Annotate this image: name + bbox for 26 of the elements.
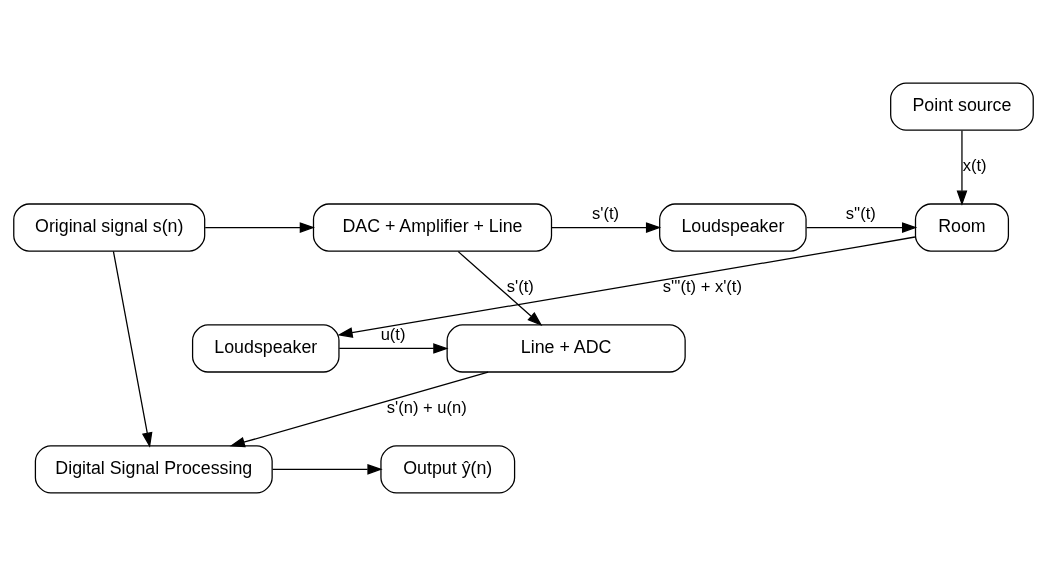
- node-box: Original signal s(n): [13, 202, 206, 252]
- node-box: Point source: [890, 81, 1034, 131]
- arrow: [112, 250, 153, 448]
- edge-label: s'(t): [592, 203, 620, 223]
- edge-label: s'(n) + u(n): [386, 397, 467, 417]
- arrow: [805, 221, 918, 233]
- edge-label: s''(t): [845, 203, 876, 223]
- edge-label: s'''(t) + x'(t): [662, 276, 742, 296]
- arrow: [272, 463, 383, 475]
- arrow: [337, 235, 916, 338]
- edge-label: u(t): [380, 324, 406, 344]
- node-box: Loudspeaker: [191, 323, 340, 373]
- node-box: Loudspeaker: [659, 202, 807, 252]
- arrow: [204, 221, 315, 233]
- node-box: DAC + Amplifier + Line: [312, 202, 553, 252]
- arrow: [338, 342, 449, 354]
- arrow: [457, 250, 543, 326]
- edge-label: s'(t): [506, 276, 534, 296]
- arrow: [229, 371, 489, 447]
- edge-label: x(t): [962, 155, 987, 175]
- node-box: Room: [914, 202, 1010, 252]
- arrow: [956, 129, 968, 206]
- node-box: Digital Signal Processing: [34, 444, 273, 494]
- arrow: [551, 221, 662, 233]
- node-box: Output ŷ(n): [380, 444, 516, 494]
- node-box: Line + ADC: [446, 323, 686, 373]
